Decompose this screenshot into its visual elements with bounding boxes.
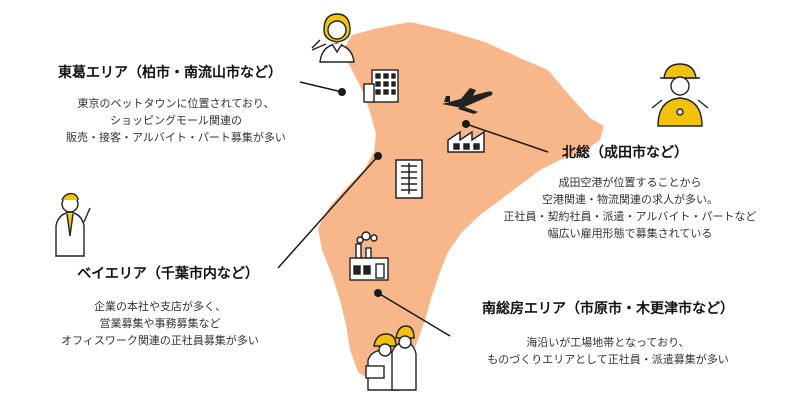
desc-hokuso-line-3: 正社員・契約社員・派遣・アルバイト・パートなど (503, 210, 757, 223)
office-building-icon (363, 69, 399, 103)
desc-hokuso-line-2: 空港関連・物流関連の求人が多い。 (542, 193, 718, 206)
leader-line-tokatsu (299, 81, 343, 93)
marker-hokuso (462, 120, 470, 128)
desc-minamiboso: 海沿いが工場地帯となっており、 ものづくりエリアとして正社員・派遣募集が多い (448, 334, 768, 368)
leader-line-minamiboso (377, 292, 451, 337)
desc-minamiboso-line-1: 海沿いが工場地帯となっており、 (526, 336, 690, 349)
chiba-map-shape (318, 22, 604, 384)
desc-bay-line-2: 営業募集や事務募集など (99, 317, 221, 330)
airplane-icon (442, 88, 493, 114)
desc-bay-line-1: 企業の本社や支店が多く、 (94, 300, 226, 313)
heading-tokatsu: 東葛エリア（柏市・南流山市など） (58, 65, 282, 81)
desc-tokatsu-line-2: ショッピングモール関連の (110, 114, 242, 127)
construction-workers-icon (365, 325, 417, 391)
desc-minamiboso-line-2: ものづくりエリアとして正社員・派遣募集が多い (487, 353, 729, 366)
desc-hokuso: 成田空港が位置することから 空港関連・物流関連の求人が多い。 正社員・契約社員・… (480, 174, 780, 242)
leader-line-bay (277, 155, 379, 269)
marker-bay (374, 152, 382, 160)
marker-tokatsu (338, 88, 346, 96)
leader-line-hokuso (465, 123, 549, 153)
marker-minamiboso (374, 289, 382, 297)
desc-bay: 企業の本社や支店が多く、 営業募集や事務募集など オフィスワーク関連の正社員募集… (30, 298, 290, 349)
heading-bay: ベイエリア（千葉市内など） (77, 266, 259, 282)
warehouse-icon (447, 130, 485, 153)
desc-bay-line-3: オフィスワーク関連の正社員募集が多い (61, 334, 259, 347)
businesswoman-icon (311, 13, 355, 63)
desc-tokatsu-line-3: 販売・接客・アルバイト・パート募集が多い (66, 131, 286, 144)
worker-cap-icon (651, 63, 709, 127)
heading-hokuso: 北総（成田市など） (562, 145, 688, 161)
businessman-icon (55, 192, 91, 257)
factory-icon (349, 231, 389, 281)
desc-hokuso-line-4: 幅広い雇用形態で募集されている (547, 227, 713, 240)
high-rise-building-icon (395, 159, 423, 199)
heading-minamiboso: 南総房エリア（市原市・木更津市など） (482, 301, 734, 317)
desc-hokuso-line-1: 成田空港が位置することから (558, 176, 702, 189)
desc-tokatsu-line-1: 東京のベットタウンに位置されており、 (77, 97, 275, 110)
desc-tokatsu: 東京のベットタウンに位置されており、 ショッピングモール関連の 販売・接客・アル… (26, 95, 326, 146)
